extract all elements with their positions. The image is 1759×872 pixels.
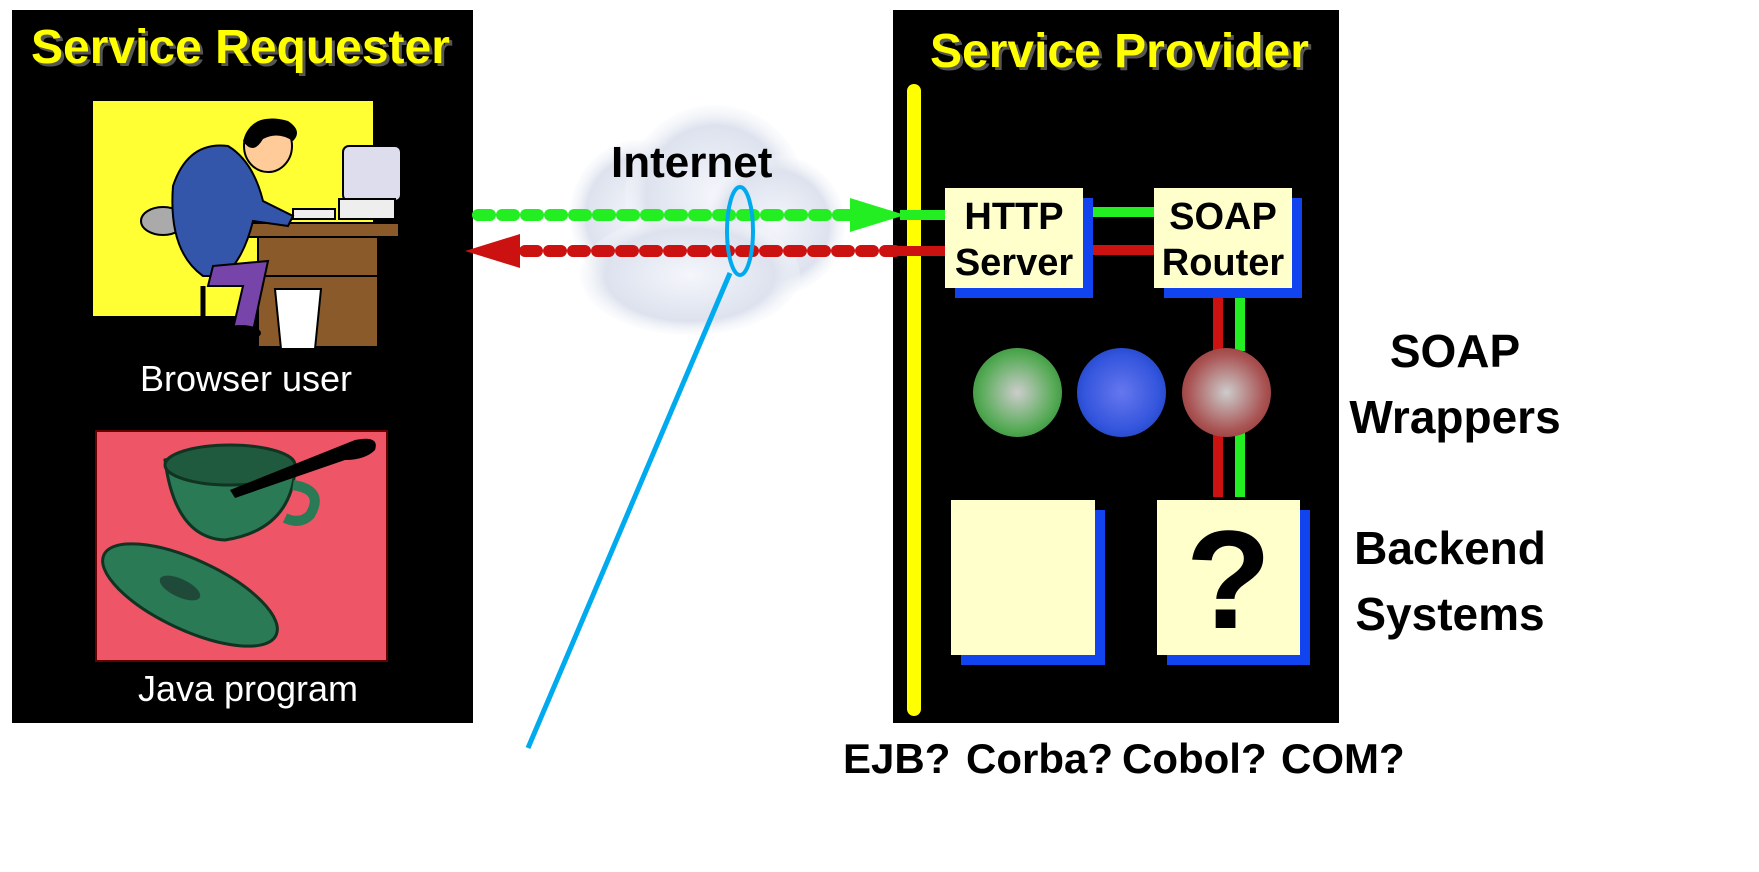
- backend-option-com: COM?: [1281, 735, 1405, 782]
- response-link-http-soap: [1083, 245, 1156, 255]
- pointer-line: [525, 272, 733, 749]
- response-link-router-wrapper: [1213, 287, 1223, 351]
- response-link-wrapper-backend: [1213, 433, 1223, 497]
- internet-label: Internet: [611, 138, 773, 187]
- request-link-http-soap: [1083, 207, 1156, 217]
- backend-option-ejb: EJB?: [843, 735, 951, 782]
- browser-user-caption: Browser user: [139, 358, 353, 399]
- pointer-ellipse: [725, 185, 755, 277]
- backend-option-cobol: Cobol?: [1122, 735, 1267, 782]
- question-mark-icon: ?: [1185, 501, 1272, 658]
- request-link-wrapper-backend: [1235, 433, 1245, 497]
- person-at-computer-icon: [140, 118, 402, 350]
- request-link-router-wrapper: [1235, 287, 1245, 351]
- soap-router-box: [1154, 188, 1292, 288]
- http-server-label: HTTP Server: [954, 196, 1074, 284]
- service-provider-title: Service Provider: [930, 25, 1309, 78]
- java-cup-icon: [101, 438, 376, 648]
- backend-box-1: [951, 500, 1095, 655]
- soap-wrapper-red: [1182, 348, 1271, 437]
- provider-bus-line: [907, 84, 921, 716]
- service-requester-title: Service Requester: [31, 21, 450, 74]
- soap-wrappers-label: SOAP Wrappers: [1349, 325, 1561, 443]
- response-arrowhead: [465, 234, 520, 268]
- backend-systems-label: Backend Systems: [1354, 522, 1546, 640]
- soap-wrapper-blue: [1077, 348, 1166, 437]
- soap-wrapper-green: [973, 348, 1062, 437]
- soap-router-label: SOAP Router: [1161, 196, 1285, 284]
- backend-box-2: [1157, 500, 1300, 655]
- java-program-caption: Java program: [137, 668, 359, 709]
- backend-option-corba: Corba?: [966, 735, 1113, 782]
- request-arrowhead: [850, 198, 905, 232]
- http-server-box: [945, 188, 1083, 288]
